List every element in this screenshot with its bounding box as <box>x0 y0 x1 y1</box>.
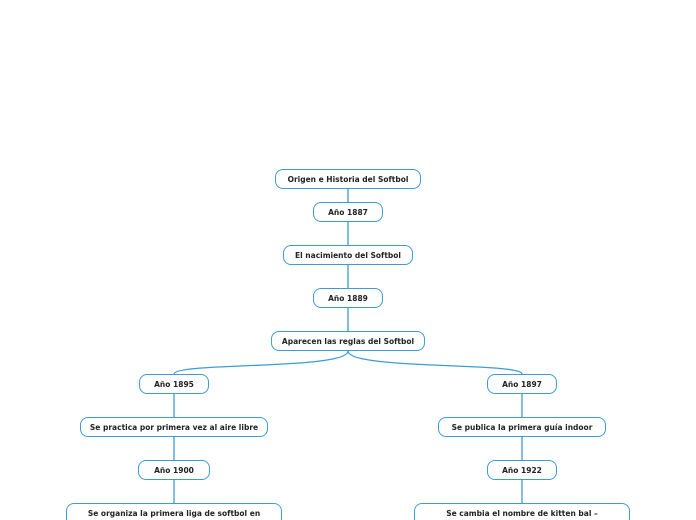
node-kitten-bal[interactable]: Se cambia el nombre de kitten bal – <box>414 503 630 520</box>
node-ano-1895[interactable]: Año 1895 <box>139 374 209 394</box>
node-nacimiento[interactable]: El nacimiento del Softbol <box>283 245 413 265</box>
node-reglas[interactable]: Aparecen las reglas del Softbol <box>271 331 425 351</box>
node-primera-liga[interactable]: Se organiza la primera liga de softbol e… <box>66 503 282 520</box>
node-ano-1889[interactable]: Año 1889 <box>313 288 383 308</box>
node-root[interactable]: Origen e Historia del Softbol <box>275 169 421 189</box>
node-ano-1922[interactable]: Año 1922 <box>487 460 557 480</box>
link-reglas-1897 <box>347 350 523 375</box>
node-ano-1897[interactable]: Año 1897 <box>487 374 557 394</box>
link-reglas-1895 <box>173 350 349 375</box>
node-ano-1887[interactable]: Año 1887 <box>313 202 383 222</box>
node-ano-1900[interactable]: Año 1900 <box>138 460 210 480</box>
node-guia-indoor[interactable]: Se publica la primera guía indoor <box>438 417 606 437</box>
node-aire-libre[interactable]: Se practica por primera vez al aire libr… <box>80 417 268 437</box>
